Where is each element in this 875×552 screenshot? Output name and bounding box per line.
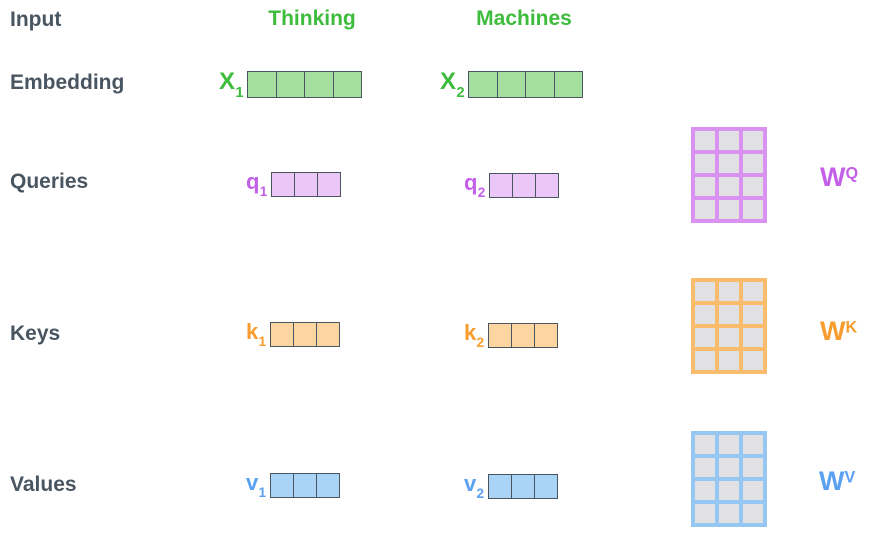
matrix-cell (695, 200, 715, 219)
matrix-cell (695, 351, 715, 370)
vector-cell (272, 172, 295, 196)
vector-cell (270, 322, 293, 346)
q2-vector (489, 172, 560, 198)
embedding-x2: X2 (440, 68, 584, 101)
row-label-embedding: Embedding (10, 71, 125, 94)
matrix-cell (695, 458, 715, 477)
x1-label: X1 (219, 68, 244, 101)
v1-vector (269, 472, 340, 498)
input-word-machines: Machines (476, 7, 572, 30)
matrix-cell (695, 328, 715, 347)
k2-label: k2 (464, 320, 485, 351)
vector-cell (270, 473, 293, 497)
vector-cell (553, 71, 583, 97)
k1-label: k1 (246, 319, 267, 350)
row-label-queries: Queries (10, 170, 89, 193)
v2-label: v2 (464, 471, 485, 502)
wv-label: WV (819, 466, 856, 496)
matrix-cell (719, 481, 739, 500)
wk-matrix (691, 278, 767, 374)
matrix-cell (743, 481, 763, 500)
matrix-cell (695, 481, 715, 500)
query-q1: q1 (246, 169, 342, 200)
vector-cell (533, 474, 557, 498)
query-q2: q2 (464, 170, 560, 201)
q1-vector (271, 171, 342, 197)
matrix-cell (695, 154, 715, 173)
matrix-cell (719, 282, 739, 301)
matrix-cell (743, 154, 763, 173)
matrix-cell (743, 305, 763, 324)
matrix-cell (719, 504, 739, 523)
vector-cell (535, 173, 559, 197)
matrix-cell (695, 177, 715, 196)
matrix-cell (695, 131, 715, 150)
vector-cell (332, 71, 362, 97)
matrix-cell (719, 154, 739, 173)
vector-cell (488, 323, 511, 347)
q2-label: q2 (464, 170, 486, 201)
wq-label: WQ (820, 162, 859, 192)
value-v1: v1 (246, 470, 340, 501)
key-k2: k2 (464, 320, 558, 351)
matrix-cell (719, 177, 739, 196)
vector-cell (292, 473, 316, 497)
vector-cell (315, 322, 339, 346)
matrix-cell (743, 458, 763, 477)
v2-vector (487, 473, 558, 499)
matrix-cell (743, 351, 763, 370)
vector-cell (496, 71, 526, 97)
x2-label: X2 (440, 68, 465, 101)
matrix-cell (743, 282, 763, 301)
vector-cell (533, 323, 557, 347)
matrix-cell (743, 131, 763, 150)
input-word-thinking: Thinking (268, 7, 356, 30)
matrix-cell (719, 458, 739, 477)
vector-cell (512, 173, 536, 197)
vector-cell (488, 474, 511, 498)
matrix-cell (719, 435, 739, 454)
vector-cell (248, 71, 276, 97)
row-label-values: Values (10, 473, 77, 496)
vector-cell (510, 474, 534, 498)
vector-cell (304, 71, 333, 97)
row-label-keys: Keys (10, 322, 61, 345)
vector-cell (292, 322, 316, 346)
matrix-cell (743, 504, 763, 523)
vector-cell (294, 172, 318, 196)
matrix-cell (743, 177, 763, 196)
vector-cell (525, 71, 554, 97)
vector-cell (315, 473, 339, 497)
vector-cell (317, 172, 341, 196)
matrix-cell (719, 131, 739, 150)
matrix-cell (695, 305, 715, 324)
matrix-cell (695, 282, 715, 301)
x2-vector (468, 70, 584, 98)
wv-matrix (691, 431, 767, 527)
matrix-cell (695, 504, 715, 523)
embedding-x1: X1 (219, 68, 363, 101)
matrix-cell (743, 435, 763, 454)
matrix-cell (719, 328, 739, 347)
value-v2: v2 (464, 471, 558, 502)
matrix-cell (743, 200, 763, 219)
matrix-cell (743, 328, 763, 347)
v1-label: v1 (246, 470, 267, 501)
vector-cell (275, 71, 305, 97)
wk-label: WK (820, 316, 858, 346)
vector-cell (510, 323, 534, 347)
vector-cell (490, 173, 513, 197)
k2-vector (487, 322, 558, 348)
key-k1: k1 (246, 319, 340, 350)
matrix-cell (719, 200, 739, 219)
wq-matrix (691, 127, 767, 223)
k1-vector (269, 321, 340, 347)
matrix-cell (695, 435, 715, 454)
vector-cell (469, 71, 497, 97)
matrix-cell (719, 351, 739, 370)
q1-label: q1 (246, 169, 268, 200)
x1-vector (247, 70, 363, 98)
row-label-input: Input (10, 8, 62, 31)
matrix-cell (719, 305, 739, 324)
